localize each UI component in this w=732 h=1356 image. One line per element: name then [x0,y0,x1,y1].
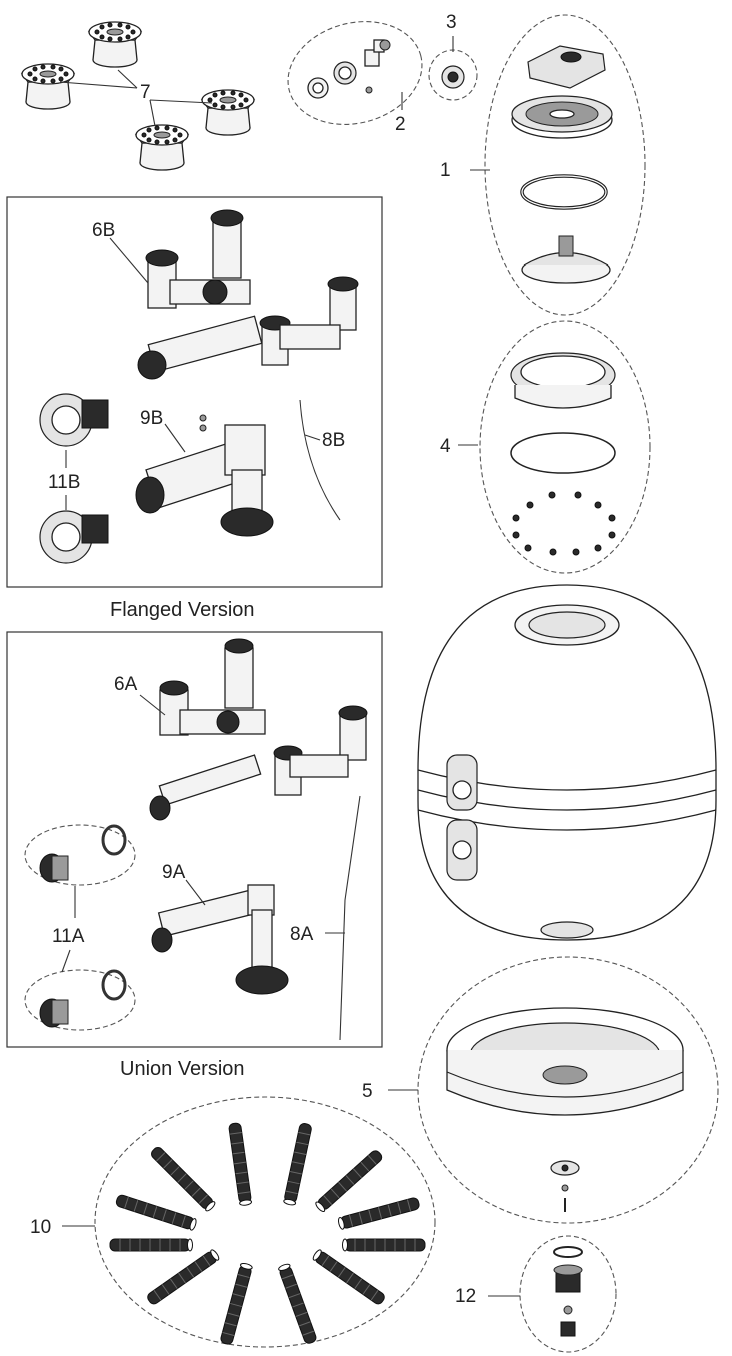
part-1-lid-assembly: 1 [440,14,646,316]
caption-flanged-version: Flanged Version [110,599,255,621]
label-12: 12 [455,1286,476,1307]
part-2-kit: 2 [287,21,423,135]
part-4-ring-assembly: 4 [440,320,651,574]
label-10: 10 [30,1217,51,1238]
label-7: 7 [140,82,151,103]
part-11a-unions [24,824,136,1031]
part-11b-flanges [39,393,109,564]
part-10-laterals: 10 [30,1096,436,1348]
label-4: 4 [440,436,451,457]
filter-tank [417,584,717,941]
part-8b-rod [299,399,341,521]
label-9a: 9A [162,862,186,883]
label-1: 1 [440,160,451,181]
label-5: 5 [362,1081,373,1102]
part-9b-pipe [135,414,274,537]
label-9b: 9B [140,408,163,429]
label-6a: 6A [114,674,138,695]
part-5-tank-base: 5 [362,956,719,1224]
part-7-diffusers: 7 [21,21,255,171]
part-9a-pipe [151,884,289,995]
label-2: 2 [395,114,406,135]
part-12-drain-assembly: 12 [455,1235,617,1353]
label-8b: 8B [322,430,345,451]
caption-union-version: Union Version [120,1058,245,1080]
label-3: 3 [446,12,457,33]
label-8a: 8A [290,924,314,945]
label-6b: 6B [92,220,115,241]
part-6a-manifold [149,638,368,821]
flanged-version-box: 6B 11B 9B 8B [6,196,383,588]
label-11a: 11A [52,926,85,947]
label-11b: 11B [48,472,80,493]
part-8a-rod [339,795,361,1041]
part-3-fitting: 3 [428,12,478,101]
union-version-box: 6A 11A 9A 8A [6,631,383,1048]
part-6b-manifold [137,209,359,380]
